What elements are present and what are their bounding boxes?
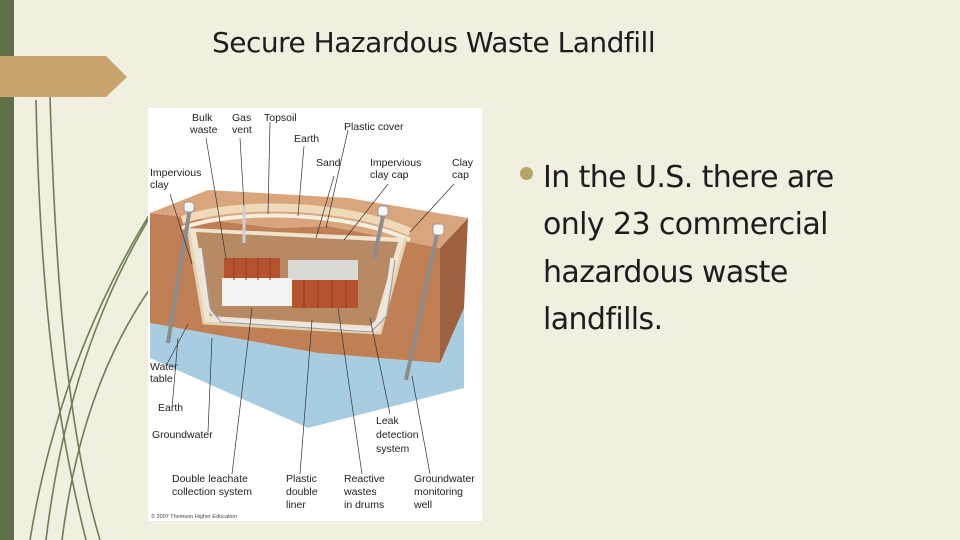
label-clay-cap-2: cap	[452, 169, 469, 181]
label-water-table-2: table	[150, 373, 173, 385]
label-leak-detection-3: system	[376, 443, 410, 455]
figure-copyright: © 2007 Thomson Higher Education	[151, 513, 237, 520]
label-plastic-double-liner-1: Plastic	[286, 473, 317, 485]
label-leak-detection-1: Leak	[376, 415, 400, 427]
label-bulk-waste-1: Bulk	[192, 112, 213, 124]
bullet-text: In the U.S. there are only 23 commercial…	[543, 160, 834, 338]
label-plastic-double-liner-3: liner	[286, 499, 306, 511]
label-water-table-1: Water	[150, 361, 178, 373]
label-impervious-clay-cap-2: clay cap	[370, 169, 409, 181]
title-tab-marker	[0, 56, 127, 97]
label-earth-bottom: Earth	[158, 402, 183, 414]
label-groundwater: Groundwater	[152, 429, 213, 441]
label-monitoring-well-2: monitoring	[414, 486, 463, 498]
label-impervious-clay-1: Impervious	[150, 167, 201, 179]
left-accent-bar	[0, 0, 14, 540]
label-plastic-cover: Plastic cover	[344, 121, 404, 133]
label-monitoring-well-1: Groundwater	[414, 473, 475, 485]
label-plastic-double-liner-2: double	[286, 486, 318, 498]
slide-title: Secure Hazardous Waste Landfill	[212, 26, 656, 59]
label-topsoil: Topsoil	[264, 112, 297, 124]
label-gas-vent-2: vent	[232, 124, 252, 136]
label-sand: Sand	[316, 157, 341, 169]
label-double-leachate-1: Double leachate	[172, 473, 248, 485]
landfill-diagram: Bulk waste Gas vent Topsoil Earth Plasti…	[148, 108, 482, 521]
bullet-point: In the U.S. there are only 23 commercial…	[518, 154, 838, 344]
label-clay-cap-1: Clay	[452, 157, 474, 169]
label-reactive-wastes-3: in drums	[344, 499, 384, 511]
label-bulk-waste-2: waste	[189, 124, 218, 136]
bullet-dot-icon	[520, 167, 533, 180]
label-leak-detection-2: detection	[376, 429, 419, 441]
waste-drums	[222, 258, 358, 308]
label-impervious-clay-2: clay	[150, 179, 169, 191]
label-earth-top: Earth	[294, 133, 319, 145]
label-double-leachate-2: collection system	[172, 486, 252, 498]
label-monitoring-well-3: well	[413, 499, 432, 511]
label-reactive-wastes-2: wastes	[343, 486, 377, 498]
label-reactive-wastes-1: Reactive	[344, 473, 385, 485]
label-impervious-clay-cap-1: Impervious	[370, 157, 421, 169]
label-gas-vent-1: Gas	[232, 112, 251, 124]
